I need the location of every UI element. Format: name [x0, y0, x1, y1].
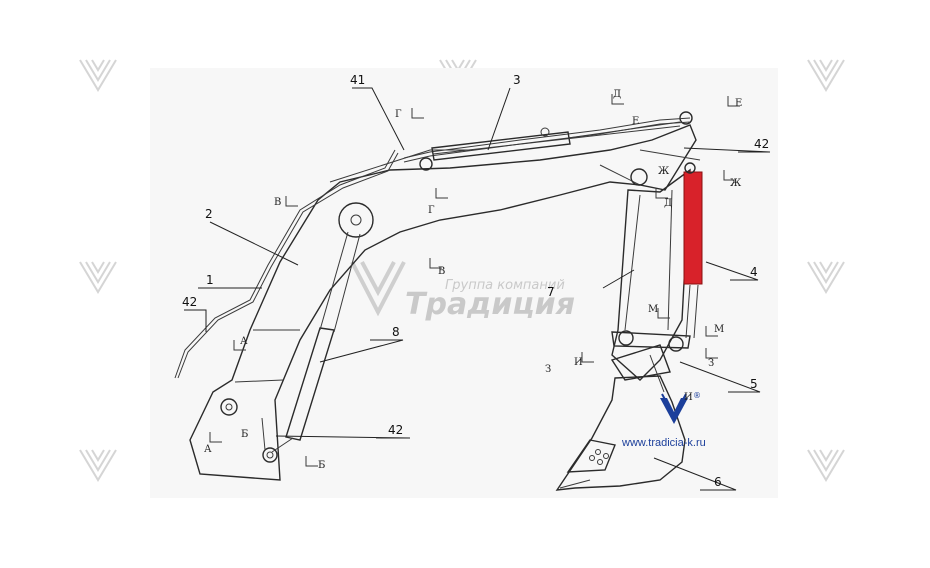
watermark-chevron-icon	[79, 449, 117, 482]
part-label-4: 4	[750, 265, 758, 279]
watermark-brand: Традиция	[405, 287, 575, 322]
watermark-chevron-icon	[807, 59, 845, 92]
section-mark-z-2: З	[708, 358, 714, 369]
part-label-42-top: 42	[754, 137, 769, 151]
bucket	[555, 375, 686, 491]
leader-lines	[184, 87, 771, 491]
part-label-42-left: 42	[182, 295, 197, 309]
bucket-cylinder	[271, 231, 361, 453]
part-label-6: 6	[714, 475, 722, 489]
section-mark-d-2: Д	[664, 198, 672, 209]
part-labels: 1 2 3 4 5 6 7 8 41 42 42 42	[182, 73, 769, 489]
linkage	[610, 330, 691, 393]
tradicia-logo: ® www.tradicia-k.ru	[621, 391, 706, 449]
section-mark-v-2: В	[438, 266, 445, 277]
boom	[189, 111, 697, 481]
arm	[611, 168, 691, 381]
boom-cylinder	[431, 121, 681, 161]
center-watermark: Группа компаний Традиция	[350, 261, 575, 322]
watermark-company-line: Группа компаний	[445, 278, 565, 293]
section-mark-d-1: Д	[613, 89, 621, 100]
arm-cylinder-highlighted	[683, 162, 703, 339]
drawing-paper	[150, 68, 778, 498]
section-mark-zh-1: Ж	[658, 166, 670, 177]
section-mark-b-1: Б	[241, 429, 248, 440]
section-mark-e-2: Е	[632, 116, 639, 127]
section-mark-a-1: А	[240, 336, 248, 347]
section-mark-zh-2: Ж	[730, 178, 742, 189]
part-label-1: 1	[206, 273, 214, 287]
registered-mark: ®	[693, 391, 701, 400]
part-label-41: 41	[350, 73, 365, 87]
section-mark-g-1: Г	[395, 109, 402, 120]
section-mark-i-1: И	[574, 357, 583, 368]
section-mark-i-2: И	[684, 392, 693, 403]
section-mark-m-2: М	[714, 324, 724, 335]
watermark-chevron-icon	[807, 261, 845, 294]
section-mark-b-2: Б	[318, 460, 325, 471]
part-label-7: 7	[547, 285, 555, 299]
website-url: www.tradicia-k.ru	[621, 437, 706, 449]
part-label-2: 2	[205, 207, 213, 221]
section-marks: А А Б Б В В Г Г Д Д Е Е Ж Ж З З И И М М	[204, 89, 742, 471]
watermark-chevron-icon	[79, 59, 117, 92]
section-mark-m-1: М	[648, 304, 658, 315]
part-label-5: 5	[750, 377, 758, 391]
corner-watermarks	[79, 59, 845, 482]
part-label-42-bottom: 42	[388, 423, 403, 437]
section-mark-v-1: В	[274, 197, 281, 208]
watermark-chevron-icon	[79, 261, 117, 294]
boom-pivot	[338, 202, 374, 238]
section-mark-g-2: Г	[428, 205, 435, 216]
section-mark-a-2: А	[204, 444, 212, 455]
section-mark-z-1: З	[545, 364, 551, 375]
part-label-3: 3	[513, 73, 521, 87]
watermark-chevron-icon	[807, 449, 845, 482]
section-mark-e-1: Е	[735, 98, 742, 109]
part-label-8: 8	[392, 325, 400, 339]
watermark-logo-icon	[350, 261, 406, 317]
